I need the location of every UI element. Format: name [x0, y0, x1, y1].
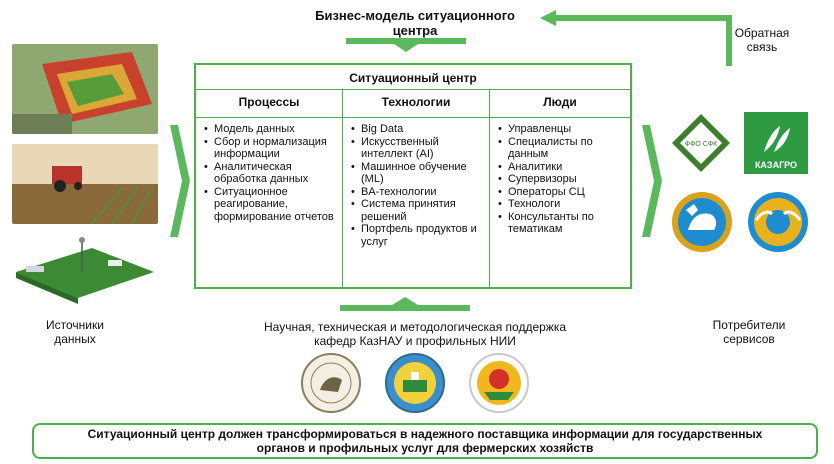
right-chevron-left: [170, 125, 190, 237]
list-item: Сбор и нормализация информации: [204, 136, 338, 161]
support-line-1: Научная, техническая и методологическая …: [263, 320, 567, 334]
column-divider: [489, 89, 490, 289]
list-item: Супервизоры: [498, 173, 626, 186]
header-divider: [196, 89, 630, 90]
fco-logo-text: ФФО СФК: [685, 141, 718, 148]
situation-center-box: Ситуационный центр Процессы Модель данны…: [194, 63, 632, 289]
diagram-title: Бизнес-модель ситуационного центра: [250, 8, 580, 38]
list-item: Модель данных: [204, 123, 338, 136]
down-arrow-top: [346, 38, 466, 52]
list-item: Консультанты по тематикам: [498, 211, 626, 236]
kazakhstan-state-emblem: [746, 190, 810, 254]
list-item: Машинное обучение (ML): [351, 161, 485, 186]
kaznau-seal: [300, 352, 362, 414]
tractor-field-image: [12, 144, 158, 224]
sources-line-2: данных: [54, 332, 96, 346]
list-item: Управленцы: [498, 123, 626, 136]
statement-line-1: Ситуационный центр должен трансформирова…: [87, 427, 763, 441]
column-heading: Технологии: [381, 95, 451, 109]
situation-center-title: Ситуационный центр: [349, 71, 477, 85]
consumers-line-1: Потребители: [712, 318, 786, 332]
list-item: Аналитики: [498, 161, 626, 174]
column-heading: Процессы: [238, 95, 300, 109]
almaty-region-emblem: [670, 190, 734, 254]
conclusion-statement-box: Ситуационный центр должен трансформирова…: [32, 423, 818, 459]
research-institute-emblem-2: [468, 352, 530, 414]
statement-line-2: органов и профильных услуг для фермерски…: [256, 441, 594, 455]
up-arrow-bottom: [340, 297, 470, 311]
column-processes: Процессы Модель данных Сбор и нормализац…: [196, 89, 342, 289]
list-item: Big Data: [351, 123, 485, 136]
title-line-2: центра: [392, 23, 438, 38]
support-label: Научная, техническая и методологическая …: [210, 320, 620, 348]
list-item: BA-технологии: [351, 186, 485, 199]
list-item: Аналитическая обработка данных: [204, 161, 338, 186]
conclusion-statement: Ситуационный центр должен трансформирова…: [88, 427, 763, 455]
column-people: Люди Управленцы Специалисты по данным Ан…: [490, 89, 630, 289]
support-line-2: кафедр КазНАУ и профильных НИИ: [314, 334, 516, 348]
list-item: Специалисты по данным: [498, 136, 626, 161]
satellite-field-image: [12, 44, 158, 134]
consumers-line-2: сервисов: [723, 332, 775, 346]
list-item: Портфель продуктов и услуг: [351, 223, 485, 248]
list-item: Система принятия решений: [351, 198, 485, 223]
list-item: Технологи: [498, 198, 626, 211]
title-line-1: Бизнес-модель ситуационного: [315, 8, 515, 23]
smart-farm-image: [12, 232, 158, 308]
feedback-label: Обратная связь: [722, 26, 802, 54]
column-technologies: Технологии Big Data Искусственный интелл…: [343, 89, 489, 289]
feedback-line-2: связь: [746, 40, 778, 54]
people-list: Управленцы Специалисты по данным Аналити…: [498, 123, 626, 236]
fco-logo: ФФО СФК: [670, 112, 732, 174]
feedback-line-1: Обратная: [734, 26, 790, 40]
column-header-divider: [196, 117, 630, 118]
data-sources-label: Источники данных: [30, 318, 120, 346]
feedback-arrow: [540, 10, 732, 66]
kazagro-logo: КАЗАГРО: [744, 112, 808, 174]
service-consumers-label: Потребители сервисов: [694, 318, 804, 346]
list-item: Ситуационное реагирование, формирование …: [204, 186, 338, 224]
list-item: Операторы СЦ: [498, 186, 626, 199]
column-heading: Люди: [543, 95, 577, 109]
technologies-list: Big Data Искусственный интеллект (AI) Ма…: [351, 123, 485, 248]
research-institute-emblem-1: [384, 352, 446, 414]
list-item: Искусственный интеллект (AI): [351, 136, 485, 161]
right-chevron-right: [642, 125, 662, 237]
sources-line-1: Источники: [46, 318, 104, 332]
column-divider: [342, 89, 343, 289]
processes-list: Модель данных Сбор и нормализация информ…: [204, 123, 338, 223]
kazagro-logo-text: КАЗАГРО: [755, 160, 797, 170]
